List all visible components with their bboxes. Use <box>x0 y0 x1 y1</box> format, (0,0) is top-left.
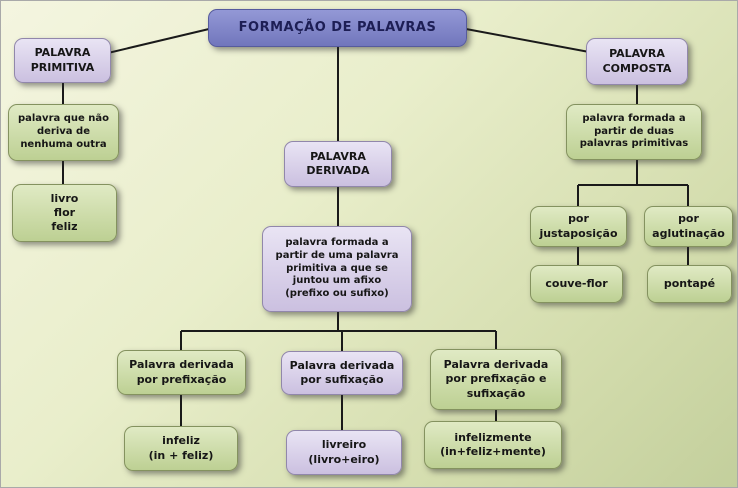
composta-heading-node: PALAVRA COMPOSTA <box>586 38 688 85</box>
aglutinacao-example-node: pontapé <box>647 265 732 303</box>
primitiva-heading-node: PALAVRA PRIMITIVA <box>14 38 111 83</box>
derivada-heading-node: PALAVRA DERIVADA <box>284 141 392 187</box>
title-node: FORMAÇÃO DE PALAVRAS <box>208 9 467 47</box>
prefixacao-sufixacao-example-node: infelizmente (in+feliz+mente) <box>424 421 562 469</box>
sufixacao-example-node: livreiro (livro+eiro) <box>286 430 402 475</box>
justaposicao-node: por justaposição <box>530 206 627 247</box>
justaposicao-example-node: couve-flor <box>530 265 623 303</box>
prefixacao-example-node: infeliz (in + feliz) <box>124 426 238 471</box>
prefixacao-sufixacao-node: Palavra derivada por prefixação e sufixa… <box>430 349 562 410</box>
composta-definition-node: palavra formada a partir de duas palavra… <box>566 104 702 160</box>
derivada-definition-node: palavra formada a partir de uma palavra … <box>262 226 412 312</box>
sufixacao-node: Palavra derivada por sufixação <box>281 351 403 395</box>
primitiva-definition-node: palavra que não deriva de nenhuma outra <box>8 104 119 161</box>
prefixacao-node: Palavra derivada por prefixação <box>117 350 246 395</box>
aglutinacao-node: por aglutinação <box>644 206 733 247</box>
primitiva-examples-node: livro flor feliz <box>12 184 117 242</box>
